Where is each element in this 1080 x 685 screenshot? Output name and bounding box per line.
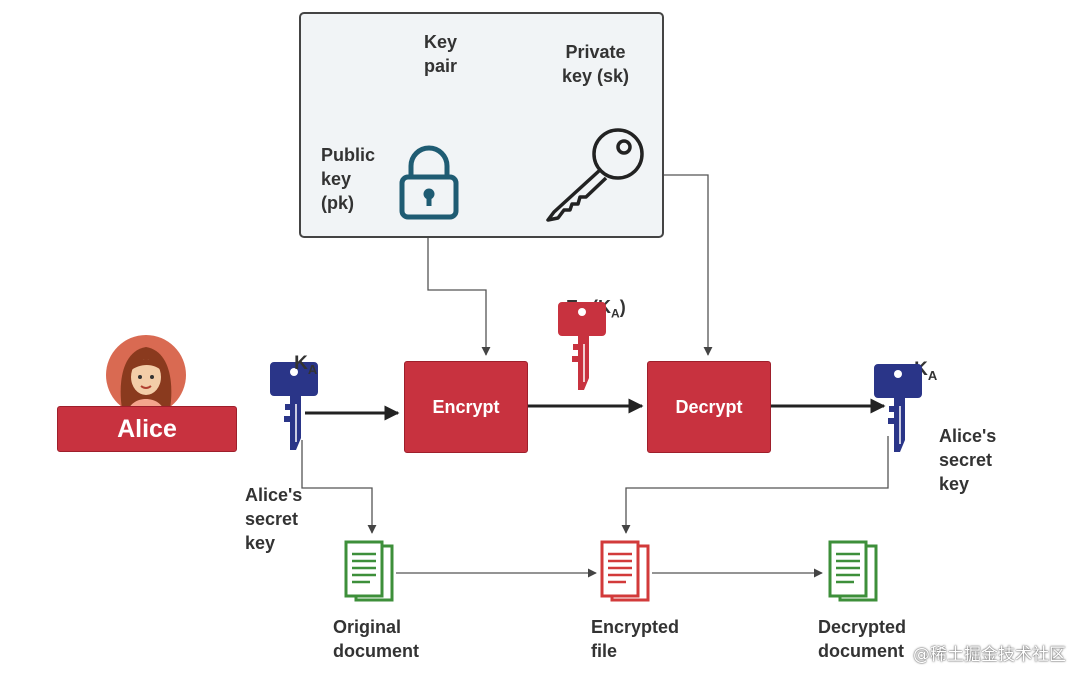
original-document-icon	[344, 540, 394, 602]
watermark: @稀土掘金技术社区	[913, 645, 1066, 665]
secret-key-right-icon	[874, 364, 922, 452]
original-document-label: Original document	[333, 617, 420, 661]
secret-key-left-caption: Alice's secret key	[245, 485, 303, 553]
padlock-icon	[399, 145, 459, 220]
encrypted-key-icon	[558, 302, 606, 390]
private-key-label: Private key (sk)	[562, 42, 630, 86]
key-icon	[546, 128, 644, 222]
secret-key-left-icon	[270, 362, 318, 450]
decrypted-document-icon	[828, 540, 878, 602]
key-to-original-line	[301, 440, 377, 534]
secret-key-right-caption: Alice's secret key	[939, 426, 997, 494]
key-to-encrypted-line	[621, 436, 889, 534]
key-pair-panel	[299, 12, 664, 238]
user-avatar	[106, 335, 186, 417]
lock-to-encrypt-line	[427, 218, 491, 356]
encrypt-box: Encrypt	[404, 361, 528, 453]
alice-label: Alice	[57, 406, 237, 452]
encrypted-file-label: Encrypted file	[591, 617, 680, 661]
key-pair-title: Key pair	[424, 32, 458, 76]
decrypt-box: Decrypt	[647, 361, 771, 453]
secret-key-left-symbol: KA	[294, 353, 318, 377]
public-key-label: Public key (pk)	[321, 145, 376, 213]
encrypted-file-icon	[600, 540, 650, 602]
decrypted-document-label: Decrypted document	[818, 617, 907, 661]
